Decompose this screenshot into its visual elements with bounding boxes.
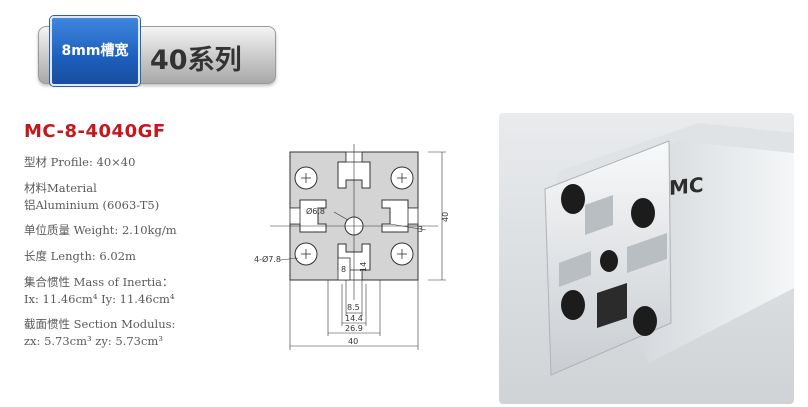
profile-text: 型材 Profile: 40×40: [24, 155, 136, 169]
dim-26-9-label: 26.9: [345, 324, 363, 333]
hole-crosshairs: [301, 173, 407, 259]
series-banner: 8mm槽宽 40系列: [38, 14, 276, 86]
spec-length: 长度 Length: 6.02m: [24, 248, 136, 265]
photo-brand-mark: MC: [669, 173, 704, 201]
material-value: 铝Aluminium (6063-T5): [24, 198, 160, 212]
right-slot-opening: [407, 207, 419, 225]
photo-left-slot: [559, 251, 591, 287]
spec-inertia: 集合惯性 Mass of Inertia： Ix: 11.46cm⁴ Iy: 1…: [24, 274, 175, 308]
photo-right-slot: [627, 233, 667, 273]
dim-8-5-label: 8.5: [347, 303, 360, 312]
spec-weight: 单位质量 Weight: 2.10kg/m: [24, 222, 177, 239]
spec-profile: 型材 Profile: 40×40: [24, 154, 135, 171]
modulus-label: 截面惯性 Section Modulus:: [24, 317, 176, 331]
slot-width-tag: 8mm槽宽: [50, 16, 140, 86]
photo-hole-br: [633, 306, 657, 336]
material-label: 材料Material: [24, 181, 97, 195]
inertia-values: Ix: 11.46cm⁴ Iy: 11.46cm⁴: [24, 292, 175, 306]
spec-modulus: 截面惯性 Section Modulus: zx: 5.73cm³ zy: 5.…: [24, 316, 175, 350]
model-title: MC-8-4040GF: [24, 121, 166, 142]
offset-label: 3: [418, 225, 423, 234]
dim-40-label: 40: [348, 337, 358, 346]
center-hole-label: Ø6.8: [306, 206, 325, 216]
series-title: 40系列: [150, 45, 242, 76]
product-photo: MC: [499, 113, 794, 404]
photo-hole-tr: [631, 198, 655, 228]
photo-hole-tl: [561, 184, 585, 214]
modulus-values: zx: 5.73cm³ zy: 5.73cm³: [24, 334, 163, 348]
left-slot-opening: [289, 207, 301, 225]
bottom-dimension-lines: [289, 280, 419, 350]
photo-center-hole: [600, 250, 618, 272]
photo-bottom-slot: [597, 283, 627, 328]
length-text: 长度 Length: 6.02m: [24, 249, 136, 263]
inertia-label: 集合惯性 Mass of Inertia：: [24, 275, 174, 289]
photo-hole-bl: [561, 290, 585, 320]
weight-text: 单位质量 Weight: 2.10kg/m: [24, 223, 177, 237]
corner-hole-label: 4-Ø7.8: [254, 254, 281, 264]
spec-material: 材料Material 铝Aluminium (6063-T5): [24, 180, 159, 214]
profile-cross-section-drawing: Ø6.8 4-Ø7.8 3 40 8 14 8.5 14.4 26.9 40: [254, 144, 450, 350]
inner-8-label: 8: [341, 265, 346, 274]
dim-14-4-label: 14.4: [345, 314, 363, 323]
photo-top-slot: [585, 195, 613, 235]
inner-14-label: 14: [359, 262, 368, 272]
slot-width-label: 8mm槽宽: [61, 43, 129, 59]
height-label: 40: [441, 212, 450, 222]
inner-slot-8: [337, 257, 351, 281]
profile-top-surface: [554, 123, 794, 193]
